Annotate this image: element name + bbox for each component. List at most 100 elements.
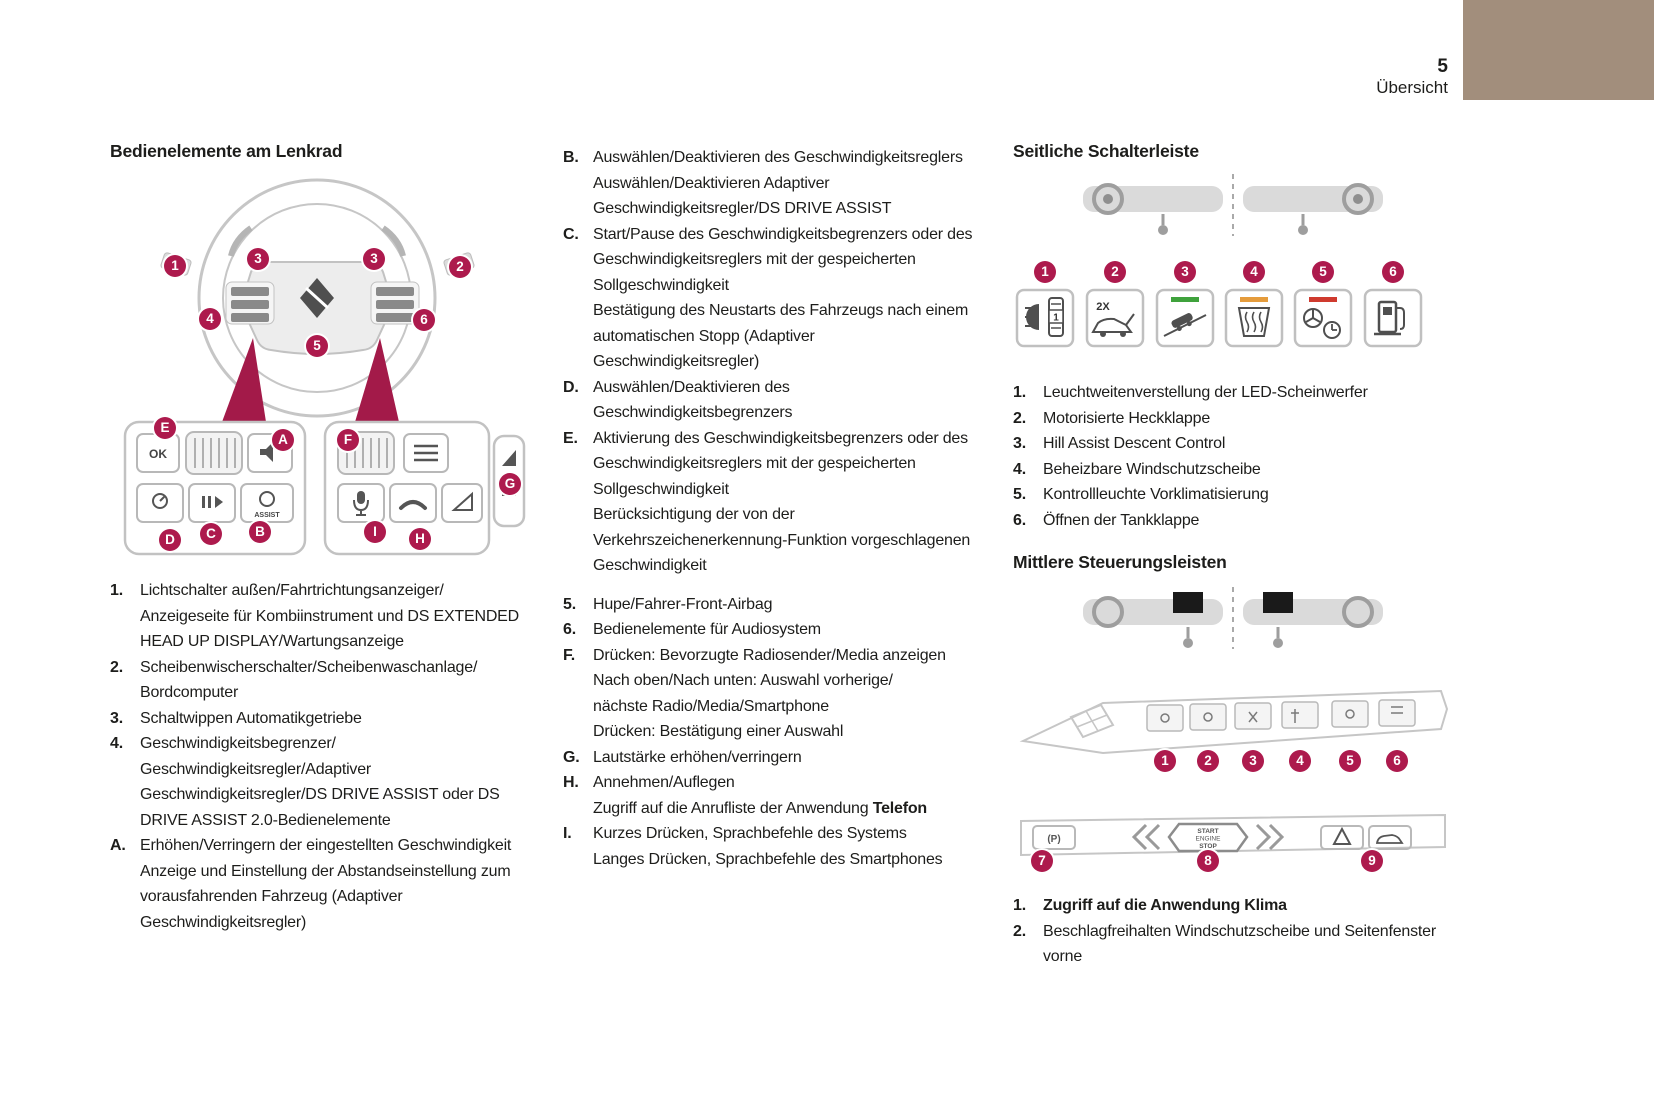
list-item: D.Auswählen/Deaktivieren des Geschwindig… [563, 375, 983, 426]
callout-A: A [272, 429, 294, 451]
hazard-triangle-icon [1332, 826, 1352, 845]
corner-color-block [1463, 0, 1654, 100]
list-item: 5.Kontrollleuchte Vorklimatisierung [1013, 482, 1453, 508]
callout-side-6: 6 [1382, 261, 1404, 283]
hill-descent-button [1155, 288, 1215, 348]
windscreen-icon [1237, 307, 1271, 337]
item-text: Bedienelemente für Audiosystem [593, 621, 821, 638]
callout-I: I [364, 521, 386, 543]
steering-wheel-art: OK ASSIST [123, 178, 526, 556]
lower-strip: (P) START ENGINE STOP [1020, 813, 1446, 857]
chevron-left-icon [1144, 823, 1161, 851]
section-title: Übersicht [1376, 78, 1448, 97]
page-header: 5 Übersicht [1376, 56, 1448, 98]
clock-icon [1323, 321, 1341, 339]
list-item: 2.Scheibenwischerschalter/Scheibenwascha… [110, 655, 538, 706]
center-strips-diagram: (P) START ENGINE STOP 1 2 3 4 5 6 7 8 9 [1013, 583, 1453, 883]
phone-handset-icon [399, 500, 427, 510]
callout-strip-1: 1 [1154, 750, 1176, 772]
list-item: F.Drücken: Bevorzugte Radiosender/Media … [563, 643, 983, 745]
red-indicator-bar [1309, 297, 1337, 302]
column-middle-list: B.Auswählen/Deaktivieren des Geschwindig… [563, 140, 983, 872]
tailgate-button: 2X [1085, 288, 1145, 348]
park-label: (P) [1047, 834, 1060, 845]
lhd-position-icon [1083, 183, 1223, 235]
headlight-leveling-button: 1 [1015, 288, 1075, 348]
list-item: E.Aktivierung des Geschwindigkeitsbegren… [563, 426, 983, 579]
list-item: 6. Bedienelemente für Audiosystem [563, 617, 983, 643]
list-item: B.Auswählen/Deaktivieren des Geschwindig… [563, 145, 983, 222]
callout-side-3: 3 [1174, 261, 1196, 283]
strip-button-5 [1331, 700, 1369, 728]
list-item: A.Erhöhen/Verringern der eingestellten G… [110, 833, 538, 935]
callout-side-4: 4 [1243, 261, 1265, 283]
list-item: 4.Beheizbare Windschutzscheibe [1013, 457, 1453, 483]
bold-word: Telefon [872, 799, 928, 817]
callout-strip-9: 9 [1361, 850, 1383, 872]
item-marker: 6. [563, 621, 576, 638]
callout-D: D [159, 529, 181, 551]
item-marker: 2. [110, 658, 123, 676]
item-marker: F. [563, 646, 576, 664]
zoom-beam-left [222, 338, 266, 422]
column-switch-panels: Seitliche Schalterleiste [1013, 140, 1453, 970]
item-text: Aktivierung des Geschwindigkeitsbegrenze… [593, 429, 971, 575]
item-marker: 2. [1013, 409, 1026, 427]
item-marker: 1. [1013, 384, 1026, 401]
item-text: Hill Assist Descent Control [1043, 435, 1226, 452]
callout-side-2: 2 [1104, 261, 1126, 283]
item-marker: 3. [1013, 435, 1026, 452]
rhd-position-icon [1243, 183, 1383, 235]
callout-strip-6: 6 [1386, 750, 1408, 772]
item-marker: 1. [1013, 897, 1026, 914]
item-marker: 5. [1013, 486, 1026, 503]
callout-C: C [200, 523, 222, 545]
item-marker: H. [563, 774, 579, 791]
chevron-right-icon [1268, 823, 1285, 851]
item-text: Beheizbare Windschutzscheibe [1043, 460, 1261, 478]
callout-2: 2 [449, 256, 471, 278]
heated-windscreen-button [1224, 288, 1284, 348]
start-stop-button [1167, 822, 1249, 853]
heading-wheel-controls: Bedienelemente am Lenkrad [110, 141, 343, 161]
ds-logo-slash [304, 286, 330, 310]
start-label-bottom: STOP [1199, 843, 1217, 850]
list-item: 1.Zugriff auf die Anwendung Klima [1013, 893, 1453, 919]
upper-strip [1019, 689, 1449, 755]
callout-H: H [409, 528, 431, 550]
callout-strip-7: 7 [1031, 850, 1053, 872]
parking-brake-button [1032, 825, 1076, 850]
callout-3-right: 3 [363, 248, 385, 270]
ok-label: OK [149, 447, 167, 461]
page-number: 5 [1437, 56, 1448, 77]
list-item: 6.Öffnen der Tankklappe [1013, 508, 1453, 534]
center-strips-list: 1.Zugriff auf die Anwendung Klima 2.Besc… [1013, 893, 1453, 970]
item-marker: 5. [563, 595, 576, 613]
list-item: 1.Leuchtweitenverstellung der LED-Schein… [1013, 380, 1453, 406]
strip-button-2 [1189, 703, 1227, 731]
car-icon [1375, 834, 1404, 844]
item-marker: 4. [110, 735, 123, 752]
start-label-mid: ENGINE [1196, 836, 1222, 843]
item-text: Start/Pause des Geschwindigkeitsbegrenze… [593, 225, 973, 371]
list-item: 1.Lichtschalter außen/Fahrtrichtungsanze… [110, 578, 538, 655]
item-marker: 3. [110, 709, 123, 727]
callout-1: 1 [164, 255, 186, 277]
callout-strip-3: 3 [1242, 750, 1264, 772]
leveling-digit: 1 [1053, 313, 1059, 324]
list-item: I. Kurzes Drücken, Sprachbefehle des Syst… [563, 821, 983, 872]
orange-indicator-bar [1240, 297, 1268, 302]
list-item: 3. Hill Assist Descent Control [1013, 431, 1453, 457]
item-marker: 1. [110, 582, 123, 599]
item-text: Hupe/Fahrer-Front-Airbag [593, 595, 773, 613]
callout-side-5: 5 [1312, 261, 1334, 283]
media-button-icon [188, 483, 236, 523]
wheel-list: 1.Lichtschalter außen/Fahrtrichtungsanze… [110, 578, 538, 935]
item-text: Auswählen/Deaktivieren des Geschwindigke… [593, 378, 793, 422]
side-switch-panel-diagram: 1 2X [1013, 170, 1453, 370]
list-item: G.Lautstärke erhöhen/verringern [563, 745, 983, 771]
item-marker: I. [563, 825, 572, 842]
item-text: Kurzes Drücken, Sprachbefehle des System… [593, 825, 943, 868]
callout-5: 5 [306, 335, 328, 357]
fan-icon [1303, 308, 1323, 328]
